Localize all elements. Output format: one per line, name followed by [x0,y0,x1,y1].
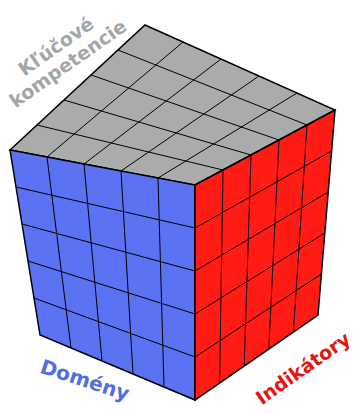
grid-line [16,187,195,228]
grid-line [195,151,332,228]
grid-line [84,164,102,361]
grid-line [269,140,279,349]
grid-line [220,170,223,383]
grid-line [28,261,195,314]
grid-line [91,75,279,140]
grid-line [158,93,297,178]
grid-line [293,125,307,332]
grid-line [118,50,307,125]
grid-line [121,76,259,171]
grid-line [195,233,325,314]
grid-line [34,298,195,357]
grid-line [195,274,321,357]
grid-line [47,157,71,348]
grid-line [84,59,221,164]
grid-line [22,224,195,271]
grid-line [195,192,328,271]
grid-line [37,125,223,170]
grid-line [158,178,164,387]
grid-line [244,155,251,366]
face-grid [16,42,332,387]
grid-line [121,171,133,374]
